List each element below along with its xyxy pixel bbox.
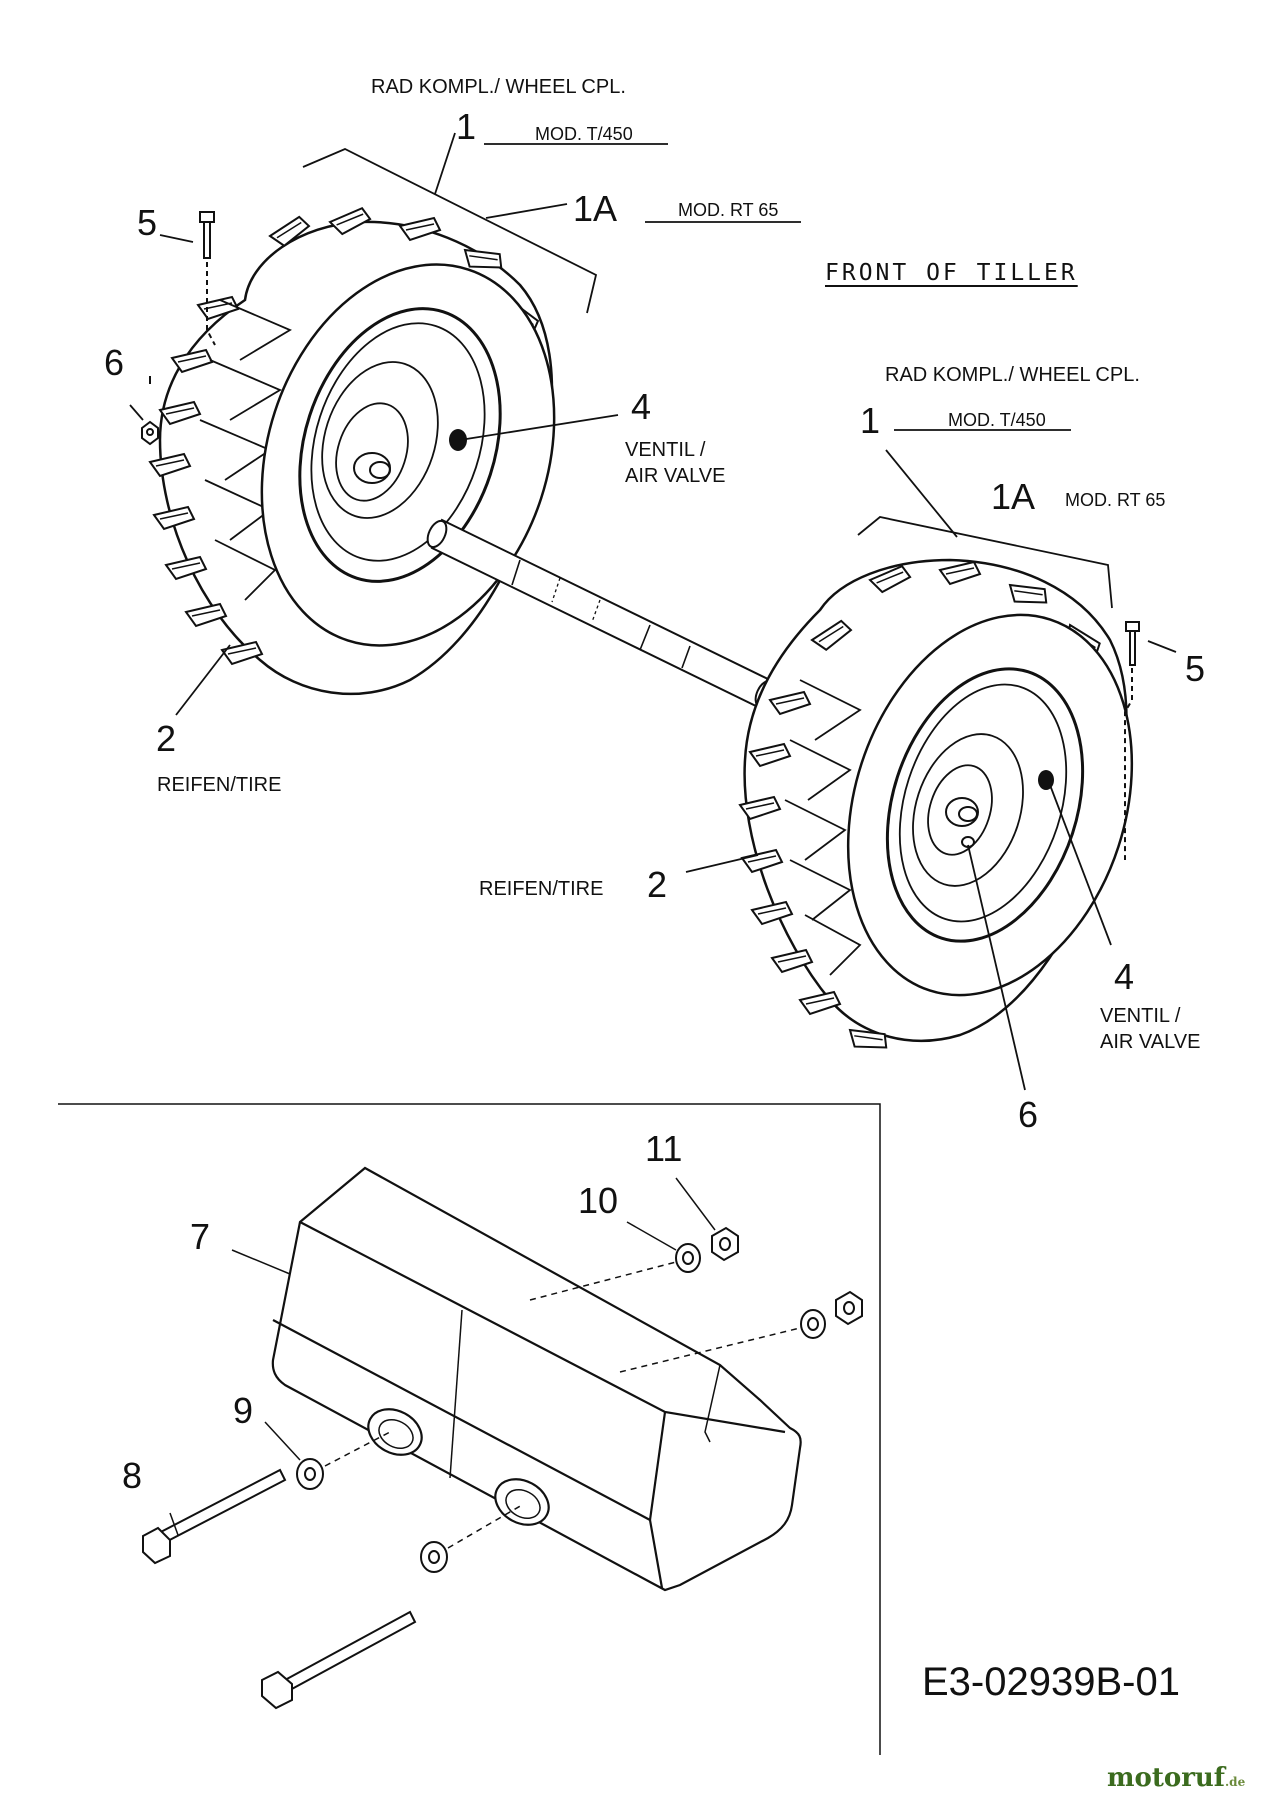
tire-label-bottom: REIFEN/TIRE	[479, 878, 604, 900]
callout-1a-top: 1A	[573, 188, 618, 229]
callout-2-bottom: 2	[647, 864, 668, 905]
callout-1-bottom: 1	[860, 400, 881, 441]
callout-10: 10	[578, 1180, 619, 1221]
front-of-tiller-label: FRONT OF TILLER	[825, 260, 1078, 286]
callout-4-bottom: 4	[1114, 956, 1135, 997]
hub-bottom-right	[945, 797, 979, 827]
leaders-weight	[169, 1177, 801, 1549]
callout-5-top: 5	[137, 202, 158, 243]
brand-logo: motoruf.de	[1107, 1763, 1245, 1793]
brand-suffix: .de	[1225, 1775, 1246, 1789]
bottom-wheel-header: RAD KOMPL./ WHEEL CPL.	[885, 364, 1140, 386]
mod-t450-bottom: MOD. T/450	[948, 410, 1046, 430]
leaders-wheels	[129, 132, 1177, 1091]
mod-t450-top: MOD. T/450	[535, 124, 633, 144]
callout-7: 7	[190, 1216, 211, 1257]
callout-11: 11	[645, 1128, 683, 1169]
top-wheel-header: RAD KOMPL./ WHEEL CPL.	[371, 76, 626, 98]
hardware-top	[141, 211, 216, 446]
drawing-code: E3-02939B-01	[922, 1660, 1180, 1704]
brand-name: motoruf	[1107, 1763, 1225, 1793]
separator	[58, 1103, 881, 1755]
callout-5-bottom: 5	[1185, 648, 1206, 689]
mod-rt65-top: MOD. RT 65	[678, 200, 779, 220]
callout-6-bottom: 6	[1018, 1094, 1039, 1135]
mod-rt65-bottom: MOD. RT 65	[1065, 490, 1166, 510]
air-valve-label-top-2: AIR VALVE	[625, 465, 726, 487]
callout-6-top: 6	[104, 342, 125, 383]
callout-1-top: 1	[456, 106, 477, 147]
hardware-bottom	[1124, 621, 1140, 860]
wheel-top-left	[149, 206, 556, 696]
air-valve-label-bottom-1: VENTIL /	[1100, 1005, 1181, 1027]
callout-1a-bottom: 1A	[991, 476, 1036, 517]
callout-2-top: 2	[156, 718, 177, 759]
air-valve-label-top-1: VENTIL /	[625, 439, 706, 461]
hub-top-left	[353, 452, 391, 484]
air-valve-top	[449, 429, 467, 451]
tire-label-top: REIFEN/TIRE	[157, 774, 282, 796]
weight-hardware	[142, 1226, 863, 1710]
weight-block	[271, 1166, 802, 1592]
callout-4-top: 4	[631, 386, 652, 427]
callout-8: 8	[122, 1455, 143, 1496]
air-valve-label-bottom-2: AIR VALVE	[1100, 1031, 1201, 1053]
wheel-bottom-right	[739, 558, 1134, 1058]
callout-9: 9	[233, 1390, 254, 1431]
